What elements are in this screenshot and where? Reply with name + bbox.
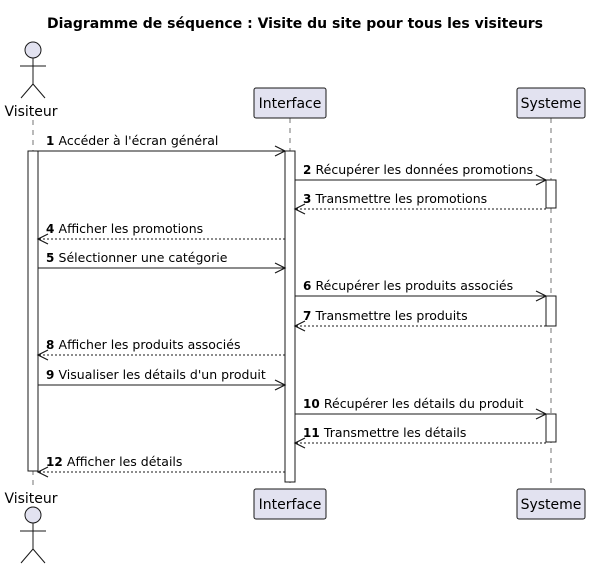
message-11: 11 Transmettre les détails <box>293 425 546 449</box>
participant-interface-bottom: Interface <box>253 488 327 520</box>
arrowhead-icon <box>535 174 548 186</box>
message-10: 10 Récupérer les détails du produit <box>295 396 548 420</box>
participant-label: Interface <box>259 497 322 513</box>
message-3: 3 Transmettre les promotions <box>293 191 546 215</box>
arrowhead-icon <box>274 145 287 157</box>
message-8: 8 Afficher les produits associés <box>36 337 285 361</box>
participant-systeme-bottom: Systeme <box>516 488 586 520</box>
arrowhead-icon <box>293 320 306 332</box>
actor-visiteur-bottom: Visiteur <box>4 491 58 564</box>
message-label: 7 Transmettre les produits <box>303 308 468 323</box>
arrowhead-icon <box>535 408 548 420</box>
message-9: 9 Visualiser les détails d'un produit <box>38 367 287 391</box>
participant-label: Systeme <box>521 497 582 513</box>
actor-label: Visiteur <box>4 491 57 507</box>
message-label: 3 Transmettre les promotions <box>303 191 487 206</box>
message-label: 12 Afficher les détails <box>46 454 182 469</box>
activation-bar-systeme <box>545 413 557 443</box>
arrowhead-icon <box>293 437 306 449</box>
message-5: 5 Sélectionner une catégorie <box>38 250 287 274</box>
participant-label: Interface <box>259 96 322 112</box>
arrowhead-icon <box>535 290 548 302</box>
message-label: 5 Sélectionner une catégorie <box>46 250 228 265</box>
participant-interface-top: Interface <box>253 87 327 119</box>
arrowhead-icon <box>36 466 49 478</box>
participant-label: Systeme <box>521 96 582 112</box>
message-label: 9 Visualiser les détails d'un produit <box>46 367 266 382</box>
message-12: 12 Afficher les détails <box>36 454 285 478</box>
arrowhead-icon <box>274 379 287 391</box>
arrowhead-icon <box>293 203 306 215</box>
actor-label: Visiteur <box>4 104 57 120</box>
actor-visiteur-top: Visiteur <box>4 41 58 120</box>
arrowhead-icon <box>36 349 49 361</box>
message-1: 1 Accéder à l'écran général <box>38 133 287 157</box>
message-label: 2 Récupérer les données promotions <box>303 162 533 177</box>
actor-figure-icon <box>20 41 46 99</box>
message-4: 4 Afficher les promotions <box>36 221 285 245</box>
arrowhead-icon <box>36 233 49 245</box>
message-label: 11 Transmettre les détails <box>303 425 466 440</box>
diagram-title: Diagramme de séquence : Visite du site p… <box>47 16 543 32</box>
message-label: 4 Afficher les promotions <box>46 221 203 236</box>
message-label: 6 Récupérer les produits associés <box>303 278 513 293</box>
message-6: 6 Récupérer les produits associés <box>295 278 548 302</box>
messages: 1 Accéder à l'écran général 2 Récupérer l… <box>36 133 548 478</box>
message-label: 10 Récupérer les détails du produit <box>303 396 524 411</box>
message-label: 1 Accéder à l'écran général <box>46 133 218 148</box>
activation-bar-systeme <box>545 179 557 209</box>
arrowhead-icon <box>274 262 287 274</box>
message-2: 2 Récupérer les données promotions <box>295 162 548 186</box>
message-7: 7 Transmettre les produits <box>293 308 546 332</box>
activation-bar-interface <box>284 150 296 483</box>
activation-bar-visiteur <box>27 150 39 472</box>
participant-systeme-top: Systeme <box>516 87 586 119</box>
activation-bar-systeme <box>545 295 557 327</box>
actor-figure-icon <box>20 506 46 564</box>
message-label: 8 Afficher les produits associés <box>46 337 240 352</box>
